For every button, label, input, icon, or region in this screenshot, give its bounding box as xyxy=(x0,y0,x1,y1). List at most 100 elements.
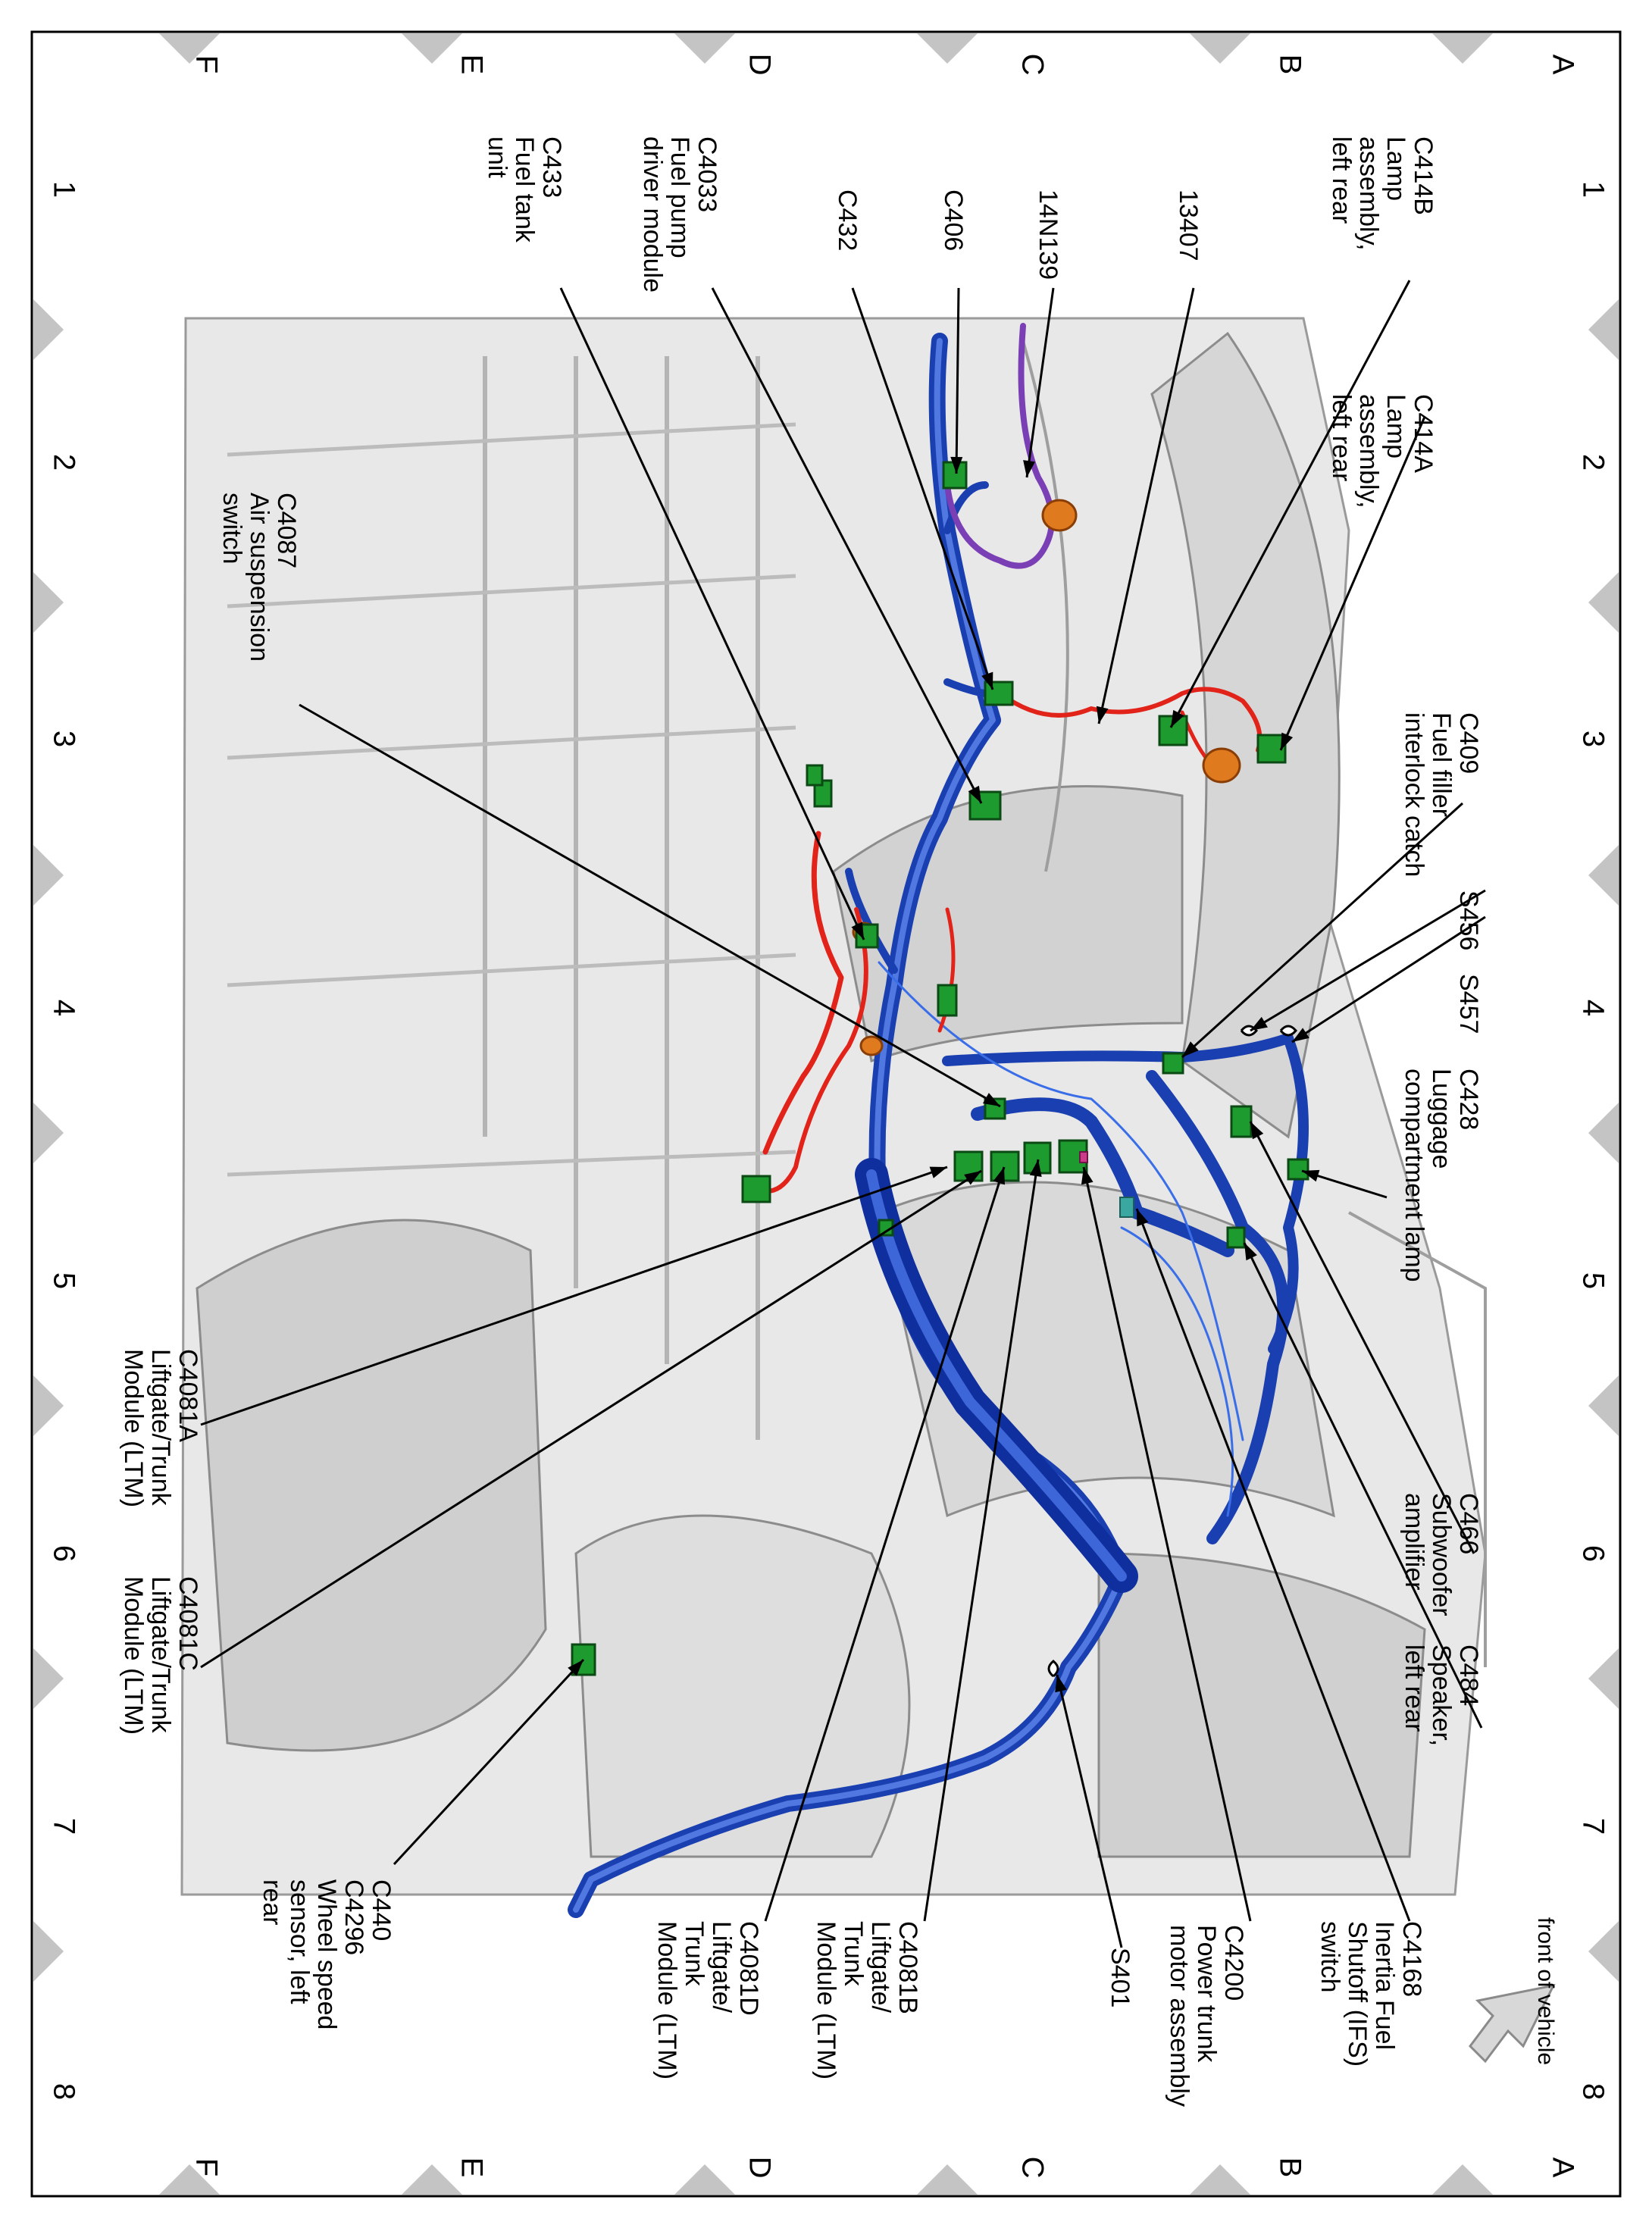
callout-line: C406 xyxy=(939,189,968,251)
callout-line: C4168 xyxy=(1397,1921,1426,1997)
callout-line: C4081B xyxy=(893,1921,922,2014)
arrowhead xyxy=(1055,1675,1067,1693)
callout-line: Module (LTM) xyxy=(652,1921,681,2079)
callout-line: Fuel filler xyxy=(1427,712,1456,817)
arrowhead xyxy=(1302,1169,1320,1182)
grid-row-label-bottom: E xyxy=(455,2158,488,2178)
callout-line: C4081C xyxy=(174,1576,202,1671)
callout-line: Lamp xyxy=(1381,394,1410,458)
callout-line: Fuel pump xyxy=(665,136,694,258)
callout-line: interlock catch xyxy=(1400,712,1428,877)
callout-line: amplifier xyxy=(1400,1493,1428,1590)
grid-row-label-bottom: A xyxy=(1546,2158,1579,2178)
grid-row-label-bottom: D xyxy=(743,2157,776,2179)
grid-col-label-left: 2 xyxy=(47,454,80,471)
callout-c406: C406 xyxy=(939,189,968,251)
grid-row-label-bottom: B xyxy=(1273,2158,1306,2178)
callout-c432: C432 xyxy=(833,189,862,251)
front-of-vehicle-indicator: front of vehicle xyxy=(1469,1917,1558,2065)
arrowhead xyxy=(1171,709,1184,728)
callout-line: left rear xyxy=(1327,136,1356,224)
arrowhead xyxy=(1281,732,1294,750)
callout-line: C4033 xyxy=(693,136,721,212)
callout-line: motor assembly xyxy=(1165,1925,1194,2107)
callout-line: Module (LTM) xyxy=(812,1921,840,2079)
callout-line: switch xyxy=(217,493,246,564)
callout-line: sensor, left xyxy=(285,1879,314,2004)
callout-line: Subwoofer xyxy=(1427,1493,1456,1616)
arrowhead xyxy=(929,1166,947,1178)
arrowhead xyxy=(982,1093,1000,1106)
arrowhead xyxy=(993,1167,1005,1185)
callout-line: Inertia Fuel xyxy=(1370,1921,1399,2050)
grid-col-label-left: 6 xyxy=(47,1545,80,1562)
callout-line: Module (LTM) xyxy=(119,1576,148,1735)
callout-line: Module (LTM) xyxy=(119,1349,148,1507)
callout-line: C414B xyxy=(1409,136,1438,215)
callout-line: Fuel tank xyxy=(510,136,539,243)
grid-row-label-bottom: C xyxy=(1015,2157,1049,2179)
callout-line: C409 xyxy=(1454,712,1483,774)
callout-line: C440 xyxy=(367,1879,396,1941)
callout-line: Lamp xyxy=(1381,136,1410,201)
callout-line: C432 xyxy=(833,189,862,251)
callout-line: Liftgate/Trunk xyxy=(146,1576,175,1734)
callout-line: Air suspension xyxy=(245,493,274,662)
leader-lines xyxy=(200,280,1486,1948)
arrowhead xyxy=(1137,1209,1149,1227)
arrowhead xyxy=(1292,1028,1309,1042)
grid-col-label-left: 8 xyxy=(47,2083,80,2100)
callout-line: Trunk xyxy=(680,1921,709,1987)
grid-row-label-top: D xyxy=(743,54,776,76)
grid-row-label-top: E xyxy=(455,55,488,75)
arrowhead xyxy=(964,1171,981,1185)
callout-line: C484 xyxy=(1454,1644,1483,1706)
grid-col-label-left: 3 xyxy=(47,731,80,747)
callout-line: S401 xyxy=(1106,1948,1134,2007)
callout-line: 13407 xyxy=(1174,189,1203,261)
arrowhead xyxy=(1029,1159,1042,1177)
callout-line: Luggage xyxy=(1427,1069,1456,1169)
arrowhead xyxy=(1250,1016,1268,1031)
arrowhead xyxy=(981,671,993,690)
grid-col-label-left: 7 xyxy=(47,1818,80,1835)
callout-line: C4087 xyxy=(272,493,301,568)
callout-line: Wheel speed xyxy=(312,1879,341,2029)
callout-line: Shutoff (IFS) xyxy=(1343,1921,1372,2067)
callout-line: C414A xyxy=(1409,394,1438,473)
callout-line: 14N139 xyxy=(1034,189,1062,280)
arrowhead xyxy=(568,1660,584,1676)
grid-row-label-top: C xyxy=(1015,54,1049,76)
connectors xyxy=(571,461,1309,1676)
callout-line: C4200 xyxy=(1219,1925,1248,2001)
callout-line: Trunk xyxy=(839,1921,868,1987)
callout-s457: S457 xyxy=(1454,974,1483,1034)
callout-line: unit xyxy=(483,136,512,178)
callout-line: S456 xyxy=(1454,890,1483,950)
vehicle-body-illustration xyxy=(180,317,1487,1896)
callout-s456: S456 xyxy=(1454,890,1483,950)
callout-line: Liftgate/Trunk xyxy=(146,1349,175,1507)
grid-col-label-right: 3 xyxy=(1576,731,1610,747)
callout-13407: 13407 xyxy=(1174,189,1203,261)
grid-col-label-left: 5 xyxy=(47,1272,80,1289)
callout-line: switch xyxy=(1316,1921,1344,1992)
grid-row-label-bottom: F xyxy=(189,2158,223,2176)
arrowheads xyxy=(568,456,1320,1693)
arrowhead xyxy=(1023,460,1035,477)
callout-line: compartment lamp xyxy=(1400,1069,1428,1282)
callout-line: assembly, xyxy=(1354,136,1383,251)
grid-col-label-right: 8 xyxy=(1576,2083,1610,2100)
arrowhead xyxy=(1182,1041,1199,1057)
callout-line: C433 xyxy=(537,136,566,198)
